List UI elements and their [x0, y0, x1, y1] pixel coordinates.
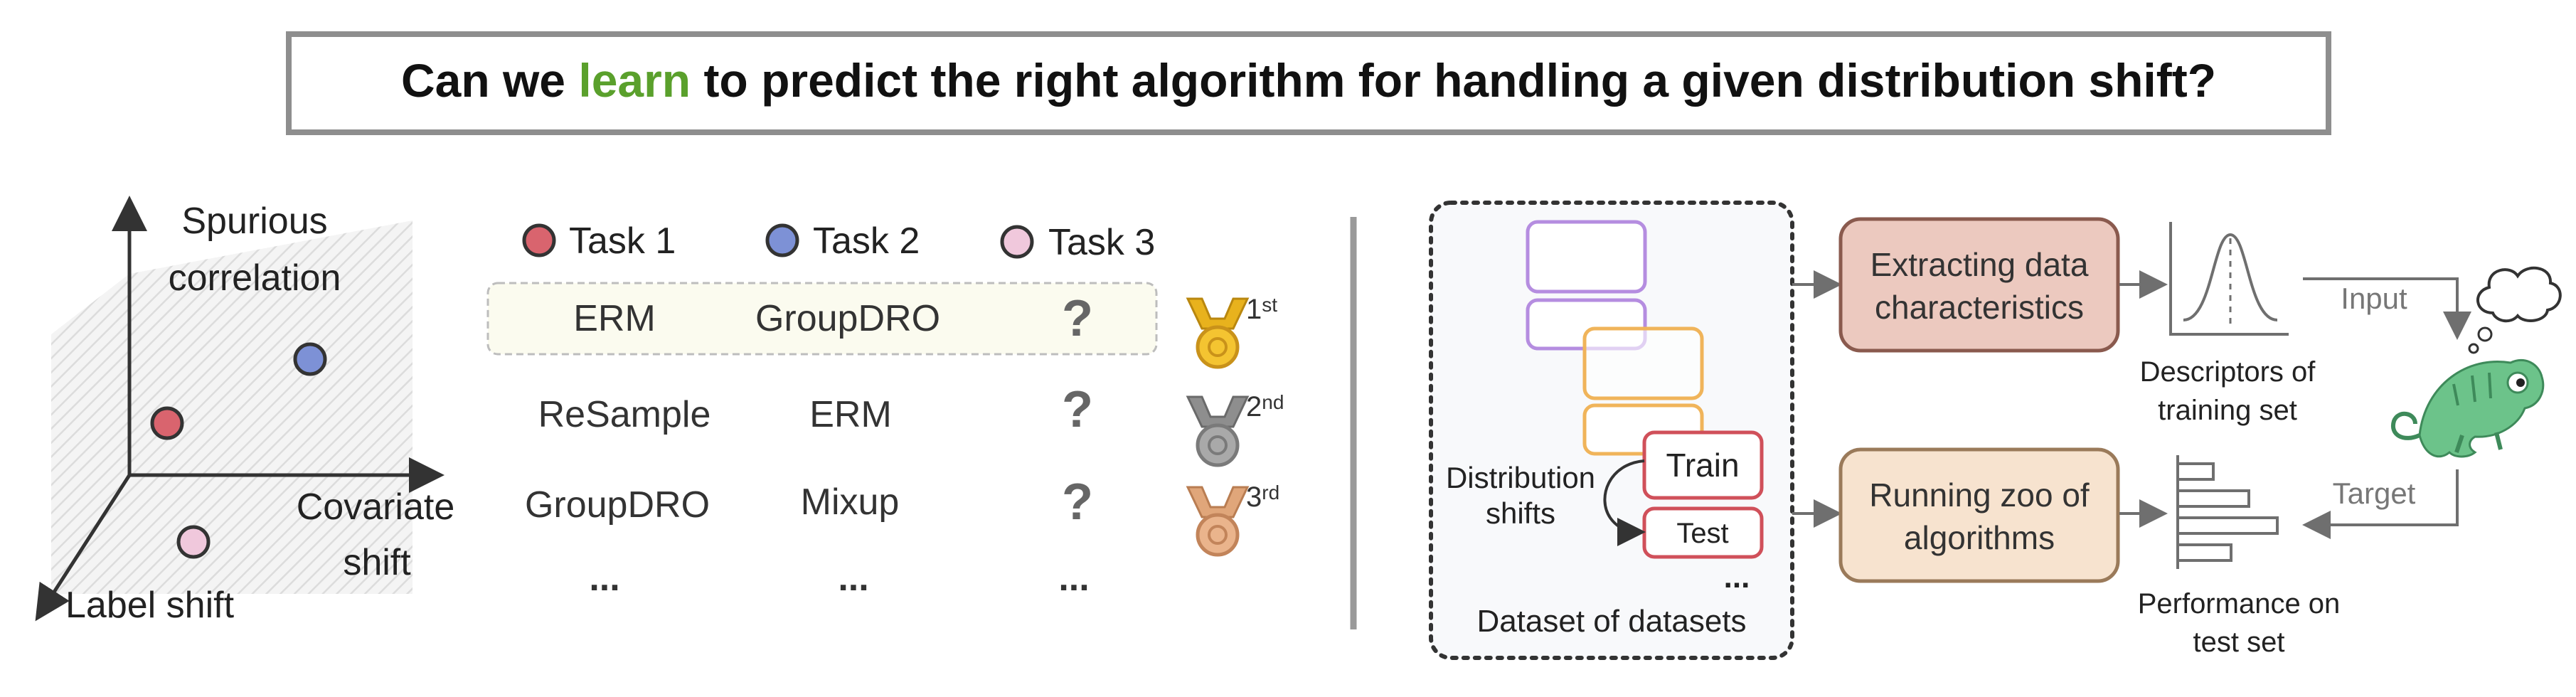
task-2-marker	[765, 223, 799, 257]
z-axis-label: Label shift	[65, 585, 235, 626]
running-label-1: Running zoo of	[1869, 477, 2090, 514]
shift-arrow	[1603, 459, 1646, 546]
rank-3-number: 3	[1246, 481, 1262, 513]
rank-2-suffix: nd	[1262, 391, 1284, 413]
target-arrow	[2302, 469, 2459, 539]
task-1-marker	[522, 223, 556, 257]
x-axis-label-1: Covariate	[297, 486, 455, 528]
dataset-of-datasets: Train Test Distribution shifts ... Datas…	[1429, 201, 1794, 660]
rank-more-task-1: ...	[589, 558, 619, 599]
title-banner: Can we learn to predict the right algori…	[286, 31, 2331, 135]
rank-3-task-2: Mixup	[801, 481, 900, 523]
rank-more-task-2: ...	[838, 558, 868, 599]
descriptors-label-2: training set	[2158, 395, 2297, 426]
running-label-2: algorithms	[1904, 519, 2055, 556]
task-3-point	[176, 525, 211, 559]
rank-3-suffix: rd	[1262, 481, 1279, 504]
gold-medal-icon	[1186, 297, 1250, 369]
dataset-box-orange-1	[1582, 326, 1704, 400]
rank-3-task-3: ?	[1062, 474, 1093, 531]
performance-label-1: Performance on	[2138, 588, 2341, 619]
title-highlight: learn	[578, 54, 691, 107]
rank-more-task-3: ...	[1058, 558, 1089, 599]
performance-label-2: test set	[2193, 627, 2285, 658]
rank-1-task-3: ?	[1062, 290, 1093, 347]
more-datasets-ellipsis: ...	[1724, 560, 1750, 595]
top-rank-highlight	[486, 282, 1158, 356]
rank-2-task-2: ERM	[809, 394, 892, 435]
dataset-of-datasets-label: Dataset of datasets	[1476, 604, 1746, 639]
silver-medal-icon	[1186, 395, 1250, 467]
running-box	[1838, 447, 2120, 583]
descriptors-label-1: Descriptors of	[2140, 356, 2316, 388]
rank-1-task-2: GroupDRO	[755, 298, 940, 339]
chameleon-icon	[2390, 358, 2545, 458]
performance-bars-icon	[2176, 455, 2279, 569]
running-step: Running zoo of algorithms	[1838, 447, 2120, 583]
bronze-medal-icon	[1186, 486, 1250, 557]
task-3-marker	[1000, 225, 1034, 259]
target-label: Target	[2333, 477, 2416, 510]
rank-3-task-1: GroupDRO	[525, 484, 710, 526]
rank-2-task-1: ReSample	[538, 394, 711, 435]
shift-plane	[51, 220, 413, 594]
input-label: Input	[2341, 282, 2407, 315]
rank-1-number: 1	[1246, 294, 1262, 325]
train-label: Train	[1666, 447, 1739, 484]
task-legend: Task 1 Task 2 Task 3	[522, 220, 1155, 263]
input-arrow	[2303, 277, 2471, 340]
dataset-box-purple-1	[1526, 220, 1647, 294]
thought-bubble-icon	[2468, 266, 2562, 354]
rank-3-label: 3rd	[1246, 481, 1279, 513]
task-1-point	[150, 406, 184, 440]
distribution-shifts-label-1: Distribution	[1446, 461, 1595, 494]
rank-1-task-1: ERM	[573, 298, 656, 339]
ranking-table: ERM GroupDRO ? ReSample ERM ? GroupDRO M…	[486, 282, 1158, 599]
rank-1-label: 1st	[1246, 294, 1277, 325]
rank-2-label: 2nd	[1246, 391, 1284, 422]
svg-text:Can we learn to predict the ri: Can we learn to predict the right algori…	[401, 54, 2216, 107]
task-3-label: Task 3	[1048, 222, 1155, 263]
y-axis-label-2: correlation	[169, 257, 341, 299]
extracting-label-2: characteristics	[1875, 289, 2084, 326]
x-axis-label-2: shift	[343, 542, 411, 583]
extracting-label-1: Extracting data	[1870, 246, 2089, 283]
distribution-curve-icon	[2169, 222, 2289, 336]
rank-2-task-3: ?	[1062, 381, 1093, 438]
z-axis	[35, 474, 132, 622]
extracting-box	[1838, 217, 2120, 353]
distribution-shifts-label-2: shifts	[1486, 496, 1555, 530]
title-before: Can we	[401, 54, 578, 107]
test-label: Test	[1676, 518, 1728, 549]
rank-2-number: 2	[1246, 391, 1262, 422]
task-2-point	[293, 342, 327, 376]
y-axis-label-1: Spurious	[181, 201, 327, 242]
task-1-label: Task 1	[569, 220, 676, 262]
shift-space-plot: Spurious correlation Covariate shift Lab…	[35, 196, 455, 626]
rank-1-suffix: st	[1262, 294, 1277, 316]
extracting-step: Extracting data characteristics	[1838, 217, 2120, 353]
title-after: to predict the right algorithm for handl…	[691, 54, 2216, 107]
task-2-label: Task 2	[813, 220, 920, 262]
train-box	[1642, 430, 1764, 500]
